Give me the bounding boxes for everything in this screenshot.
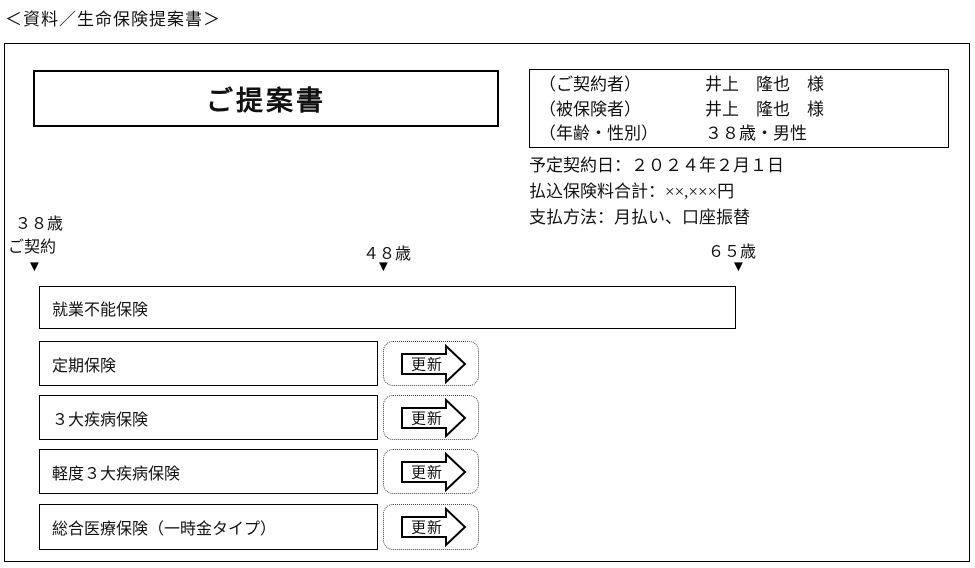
payment-info-line: 支払方法：月払い、口座振替 <box>529 208 750 227</box>
coverage-bar-three-major-disease: ３大疾病保険 <box>39 395 378 440</box>
coverage-bar-disability: 就業不能保険 <box>39 286 736 329</box>
renew-arrow-icon <box>401 397 467 438</box>
client-info-row: （ご契約者） 井上 隆也 様 <box>539 73 948 98</box>
payment-info-line: 予定契約日：２０２４年２月１日 <box>529 156 784 175</box>
client-info-label: （被保険者） <box>539 99 641 119</box>
renew-arrow-icon <box>401 451 467 492</box>
client-info-row: （年齢・性別） ３８歳・男性 <box>539 122 948 147</box>
document-header-label: ＜資料／生命保険提案書＞ <box>5 10 221 29</box>
renew-arrow-label: 更新 <box>411 411 444 427</box>
renew-badge: 更新 <box>383 341 479 386</box>
coverage-bar-label: 定期保険 <box>52 357 117 375</box>
timeline-age-38: ３８歳 <box>15 216 64 233</box>
client-info-value: 井上 隆也 様 <box>705 99 824 119</box>
payment-info: 予定契約日：２０２４年２月１日 払込保険料合計：××,×××円 支払方法：月払い… <box>529 153 784 231</box>
client-info-value: ３８歳・男性 <box>705 124 807 143</box>
coverage-bar-label: ３大疾病保険 <box>52 411 149 429</box>
renew-badge: 更新 <box>383 504 479 550</box>
client-info-value: 井上 隆也 様 <box>705 75 824 94</box>
client-info-label: （ご契約者） <box>539 75 641 94</box>
client-info-row: （被保険者） 井上 隆也 様 <box>539 98 948 123</box>
payment-info-line: 払込保険料合計：××,×××円 <box>529 182 735 201</box>
renew-arrow-label: 更新 <box>411 357 444 373</box>
proposal-title-box: ご提案書 <box>33 70 499 127</box>
timeline-age-65: ６５歳 <box>708 244 757 261</box>
renew-badge: 更新 <box>383 395 479 440</box>
timeline-age-48: ４８歳 <box>363 246 412 263</box>
coverage-bar-mild-three-major-disease: 軽度３大疾病保険 <box>39 449 378 494</box>
client-info-label: （年齢・性別） <box>539 124 658 143</box>
proposal-title: ご提案書 <box>206 86 326 116</box>
renew-arrow-icon <box>401 507 467 547</box>
coverage-bar-label: 総合医療保険（一時金タイプ） <box>52 521 277 538</box>
renew-arrow-label: 更新 <box>411 465 444 481</box>
coverage-bar-medical-lump-sum: 総合医療保険（一時金タイプ） <box>39 504 378 550</box>
renew-arrow-label: 更新 <box>411 520 444 537</box>
timeline-contract-label: ご契約 <box>8 239 57 256</box>
coverage-bar-label: 就業不能保険 <box>52 301 149 319</box>
coverage-bar-label: 軽度３大疾病保険 <box>52 465 181 483</box>
timeline-marker-icon: ▼ <box>27 259 42 275</box>
renew-badge: 更新 <box>383 449 479 494</box>
proposal-frame: ご提案書 （ご契約者） 井上 隆也 様 （被保険者） 井上 隆也 様 （年齢・性… <box>4 43 970 562</box>
timeline-marker-icon: ▼ <box>376 259 391 275</box>
coverage-bar-term-life: 定期保険 <box>39 341 378 386</box>
timeline-marker-icon: ▼ <box>731 259 746 275</box>
renew-arrow-icon <box>401 343 467 384</box>
client-info-box: （ご契約者） 井上 隆也 様 （被保険者） 井上 隆也 様 （年齢・性別） ３８… <box>529 69 949 148</box>
